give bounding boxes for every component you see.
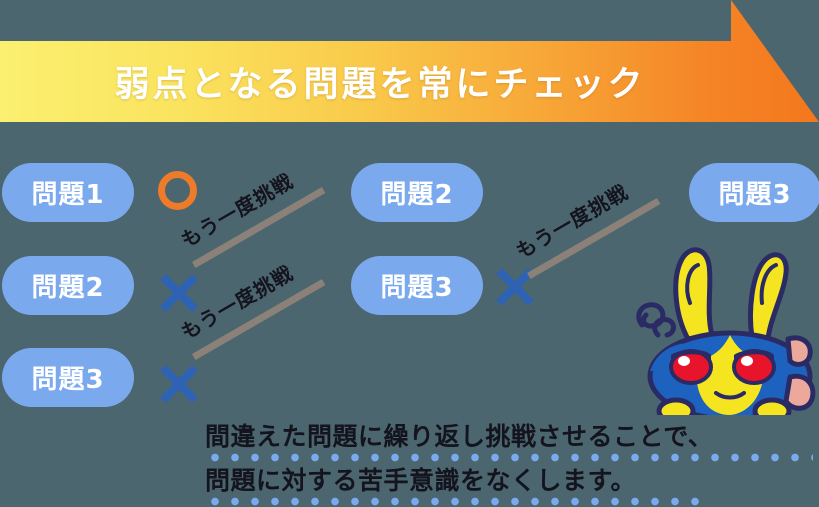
banner-shape xyxy=(0,0,819,122)
mascot-paw-front-right xyxy=(752,397,792,415)
circle-correct-icon xyxy=(158,171,197,210)
problem-pill-middle-1[interactable]: 問題2 xyxy=(351,163,483,222)
caption-line-2-text: 問題に対する苦手意識をなくします。 xyxy=(205,466,637,495)
banner-title: 弱点となる問題を常にチェック xyxy=(114,65,646,105)
mascot-paw-pink-upper xyxy=(785,335,813,367)
mascot-eye-left xyxy=(669,349,713,385)
mascot-mouth xyxy=(714,391,746,400)
problem-pill-label: 問題2 xyxy=(31,273,105,303)
header-banner: 弱点となる問題を常にチェック xyxy=(0,0,819,130)
problem-pill-label: 問題3 xyxy=(380,273,454,303)
problem-pill-label: 問題2 xyxy=(380,180,454,210)
problem-pill-label: 問題3 xyxy=(718,180,792,210)
caption-underline-dots xyxy=(205,453,813,462)
mascot-ear-left-inner xyxy=(685,263,700,305)
rabbit-mascot xyxy=(636,247,816,415)
frustration-squiggle-icon xyxy=(636,302,676,338)
mascot-eye-right xyxy=(732,349,776,385)
cross-wrong-icon xyxy=(160,365,198,403)
retry-arrow-2: もう一度挑戦 xyxy=(177,261,326,361)
cross-wrong-icon xyxy=(496,268,534,306)
retry-arrow-1: もう一度挑戦 xyxy=(177,169,326,269)
problem-pill-label: 問題3 xyxy=(31,365,105,395)
mascot-cheek-left xyxy=(650,343,690,371)
problem-pill-left-2[interactable]: 問題2 xyxy=(2,256,134,315)
mascot-ear-right-inner xyxy=(759,263,778,305)
mascot-paw-pink-lower xyxy=(783,373,816,411)
mascot-ear-right xyxy=(748,252,789,342)
problem-pill-label: 問題1 xyxy=(31,180,105,210)
caption-block: 間違えた問題に繰り返し挑戦させることで、 問題に対する苦手意識をなくします。 xyxy=(205,418,815,506)
problem-pill-right-1[interactable]: 問題3 xyxy=(689,163,819,222)
caption-line-1-text: 間違えた問題に繰り返し挑戦させることで、 xyxy=(205,422,714,451)
caption-line-1: 間違えた問題に繰り返し挑戦させることで、 xyxy=(205,418,815,462)
mascot-paw-front-left xyxy=(656,397,696,415)
problem-pill-middle-2[interactable]: 問題3 xyxy=(351,256,483,315)
caption-underline-dots xyxy=(205,497,707,506)
problem-pill-left-1[interactable]: 問題1 xyxy=(2,163,134,222)
mascot-ear-left xyxy=(673,247,715,342)
cross-wrong-icon xyxy=(160,274,198,312)
caption-line-2: 問題に対する苦手意識をなくします。 xyxy=(205,462,815,506)
problem-pill-left-3[interactable]: 問題3 xyxy=(2,348,134,407)
